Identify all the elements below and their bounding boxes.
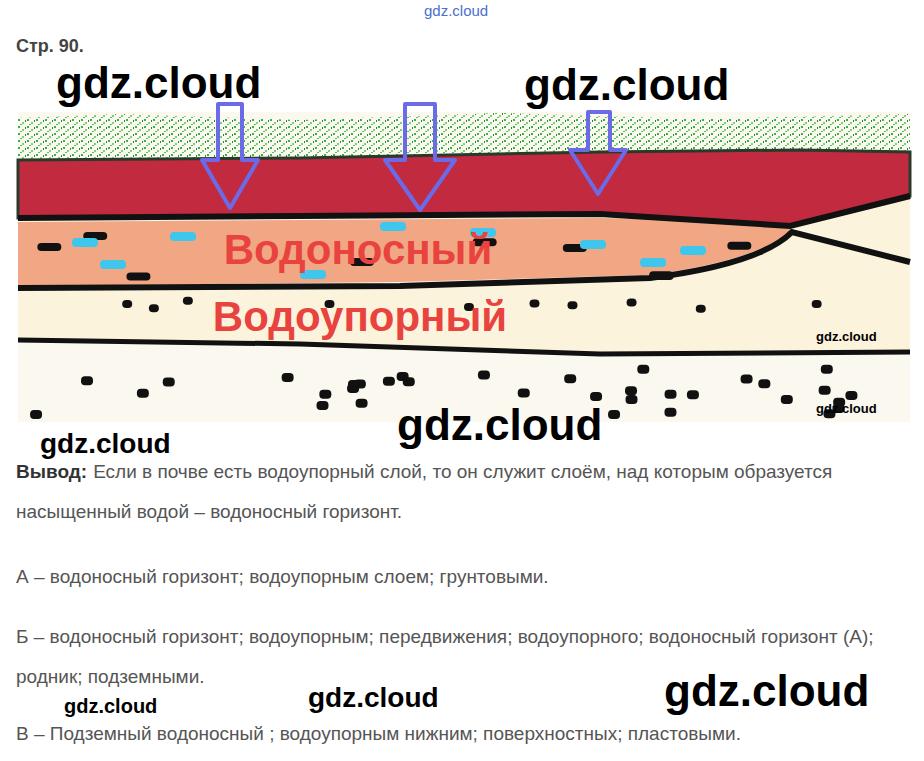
down-arrow [385,104,455,210]
texture-dot [347,384,359,393]
layer-band: Водоупорный [213,294,507,340]
layer-band: Водоносный [224,227,493,273]
texture-dot [564,374,576,383]
layer-boundary [18,196,910,226]
texture-dot [680,246,706,255]
texture-dot [137,389,149,398]
layer-name: Водоупорный [213,294,507,340]
texture-dot [608,410,620,419]
conclusion-text: Если в почве есть водоупорный слой, то о… [16,461,832,522]
texture-dot [640,258,666,267]
watermark: gdz.cloud [816,402,877,417]
watermark: gdz.cloud [424,2,488,19]
answer-line: В – Подземный водоносный ; водоупорным н… [16,714,906,754]
texture-dot [812,300,822,308]
texture-dot [727,242,751,250]
watermark: gdz.cloud [524,60,729,111]
texture-dot [590,392,602,401]
texture-dot [626,395,638,404]
texture-dot [383,377,395,386]
texture-dot [665,390,677,399]
texture-dot [126,273,150,281]
texture-dot [625,386,637,395]
down-arrow [202,104,258,208]
texture-dot [821,365,833,374]
watermark: gdz.cloud [816,330,877,345]
texture-dot [163,377,175,386]
texture-dot [319,390,331,399]
watermark: gdz.cloud [64,695,157,718]
down-arrow [570,112,626,194]
texture-dot [664,408,676,417]
texture-dot [100,260,126,269]
texture-dot [637,365,649,374]
texture-dot [650,272,674,280]
texture-dot [317,401,329,410]
answer-line: А – водоносный горизонт; водоупорным сло… [16,557,906,597]
texture-dot [81,376,93,385]
texture-dot [72,238,98,247]
texture-dot [580,240,606,249]
watermark: gdz.cloud [664,666,869,717]
texture-dot [149,304,159,312]
texture-dot [397,372,409,381]
topsoil-layer [18,150,910,226]
texture-dot [282,373,294,382]
watermark: gdz.cloud [308,682,439,714]
texture-dot [518,388,530,397]
texture-dot [696,305,706,313]
page-number: Стр. 90. [16,36,84,57]
texture-dot [37,243,61,251]
texture-dot [845,391,857,400]
texture-dot [529,300,539,308]
layer-name: Водоносный [224,227,493,273]
texture-dot [758,379,770,388]
texture-dot [30,410,42,419]
texture-dot [183,297,193,305]
texture-dot [478,371,490,380]
texture-dot [781,395,793,404]
watermark: gdz.cloud [40,428,171,460]
texture-dot [687,390,699,399]
soil-texture [30,222,857,419]
ground-area [18,112,910,422]
water-arrows [202,104,626,210]
conclusion-paragraph: Вывод:Если в почве есть водоупорный слой… [16,452,906,532]
texture-dot [819,386,831,395]
texture-dot [627,299,637,307]
layer-boundary [18,340,910,354]
texture-dot [741,375,753,384]
texture-dot [356,399,368,408]
texture-dot [170,232,196,241]
texture-dot [567,301,577,309]
watermark: gdz.cloud [56,58,261,109]
texture-dot [649,271,673,279]
conclusion-heading: Вывод: [16,461,87,482]
texture-dot [122,300,132,308]
watermark: gdz.cloud [397,400,602,451]
